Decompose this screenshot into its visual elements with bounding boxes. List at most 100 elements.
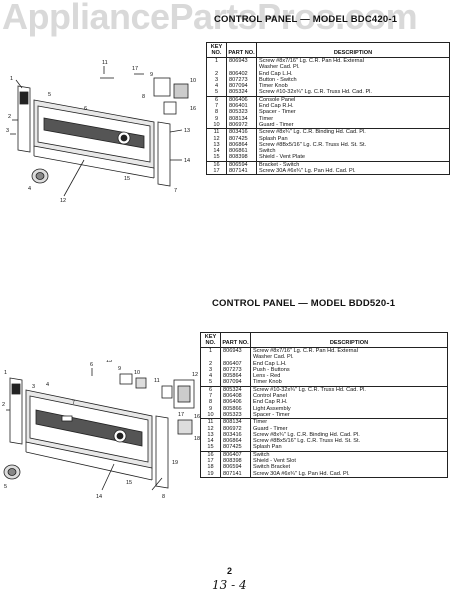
header-key-no: KEY NO.: [206, 42, 227, 58]
header-part-no: PART NO.: [220, 332, 251, 348]
callout-1: 1: [4, 370, 7, 376]
key-no-cell: 11: [200, 418, 221, 426]
callout-16: 16: [190, 106, 196, 112]
callout-17: 17: [132, 66, 138, 72]
exploded-diagram-bdc420: 1 2 3 4 5 6 7 8 9 10 11 12 13 14 15 16 1…: [6, 60, 196, 204]
callout-19: 19: [172, 460, 178, 466]
description-cell: Console Panel: [256, 95, 450, 104]
part-no-cell: 803416: [226, 128, 257, 136]
callout-5: 5: [4, 484, 7, 490]
key-no-cell: 16: [200, 450, 221, 459]
part-no-cell: 806972: [226, 121, 257, 129]
callout-12: 12: [192, 372, 198, 378]
callout-5: 5: [48, 92, 51, 98]
description-cell: Lens - Red: [250, 373, 448, 380]
part-no-cell: 808398: [226, 154, 257, 162]
callout-8: 8: [142, 94, 145, 100]
section-title-bdc420: CONTROL PANEL — MODEL BDC420-1: [214, 14, 398, 25]
description-cell: Screw #10-32x¾" Lg. C.R. Truss Hd. Cad. …: [256, 89, 450, 97]
part-no-cell: 805324: [220, 385, 251, 394]
key-no-cell: 10: [200, 411, 221, 419]
callout-9: 9: [150, 72, 153, 78]
description-cell: Switch Bracket: [250, 464, 448, 471]
description-cell: Screw #10-32x¾" Lg. C.R. Truss Hd. Cad. …: [250, 385, 448, 394]
callout-15: 15: [126, 480, 132, 486]
callout-8: 8: [162, 494, 165, 500]
callout-6: 6: [90, 362, 93, 368]
part-no-cell: 805324: [226, 89, 257, 97]
header-key-no: KEY NO.: [200, 332, 221, 348]
description-cell: Washer Cad. Pl.: [256, 64, 450, 71]
callout-2: 2: [2, 402, 5, 408]
callout-7: 7: [174, 188, 177, 194]
description-cell: Timer Knob: [250, 379, 448, 387]
callout-13: 13: [184, 128, 190, 134]
description-cell: Shield - Vent Slot: [250, 458, 448, 465]
callout-3: 3: [32, 384, 35, 390]
watermark: AppliancePartsPros.com: [2, 0, 418, 37]
description-cell: Shield - Vent Plate: [256, 154, 450, 162]
key-no-cell: 16: [206, 160, 227, 169]
description-cell: Light Assembly: [250, 405, 448, 412]
key-no-cell: 6: [200, 385, 221, 394]
description-cell: Timer: [256, 115, 450, 122]
description-cell: End Cap R.H.: [250, 399, 448, 406]
callout-6: 6: [84, 106, 87, 112]
key-no-cell: 1: [206, 57, 227, 65]
callout-10: 10: [190, 78, 196, 84]
part-no-cell: 806943: [220, 347, 251, 355]
description-cell: End Cap L.H.: [256, 70, 450, 77]
callout-15: 15: [124, 176, 130, 182]
part-no-cell: 806943: [226, 57, 257, 65]
callout-14: 14: [184, 158, 190, 164]
key-no-cell: 15: [206, 154, 227, 162]
description-cell: Splash Pan: [256, 135, 450, 142]
part-no-cell: 807425: [220, 444, 251, 452]
callout-1: 1: [10, 76, 13, 82]
description-cell: Screw #8Bx5/16" Lg. C.R. Truss Hd. St. S…: [256, 141, 450, 149]
description-cell: Timer: [250, 418, 448, 426]
description-cell: Screw #8x¾" Lg. C.R. Binding Hd. Cad. Pl…: [250, 431, 448, 439]
key-no-cell: 19: [200, 470, 221, 478]
page-number: 2: [227, 566, 233, 576]
part-no-cell: 806406: [226, 95, 257, 104]
key-no-cell: 5: [206, 89, 227, 97]
description-cell: End Cap L.H.: [250, 360, 448, 367]
callout-14: 14: [96, 494, 102, 500]
description-cell: Spacer - Timer: [256, 109, 450, 116]
callout-7: 7: [72, 400, 75, 406]
description-cell: End Cap R.H.: [256, 103, 450, 110]
description-cell: Button - Switch: [256, 76, 450, 84]
description-cell: Control Panel: [250, 393, 448, 400]
key-no-cell: 6: [206, 95, 227, 104]
part-no-cell: 807141: [220, 470, 251, 478]
description-cell: Screw 30A #6x¾" Lg. Pan Hd. Cad. Pl.: [256, 168, 450, 176]
description-cell: Timer Knob: [256, 83, 450, 90]
callout-12: 12: [60, 198, 66, 204]
callout-3: 3: [6, 128, 9, 134]
callout-17: 17: [178, 412, 184, 418]
